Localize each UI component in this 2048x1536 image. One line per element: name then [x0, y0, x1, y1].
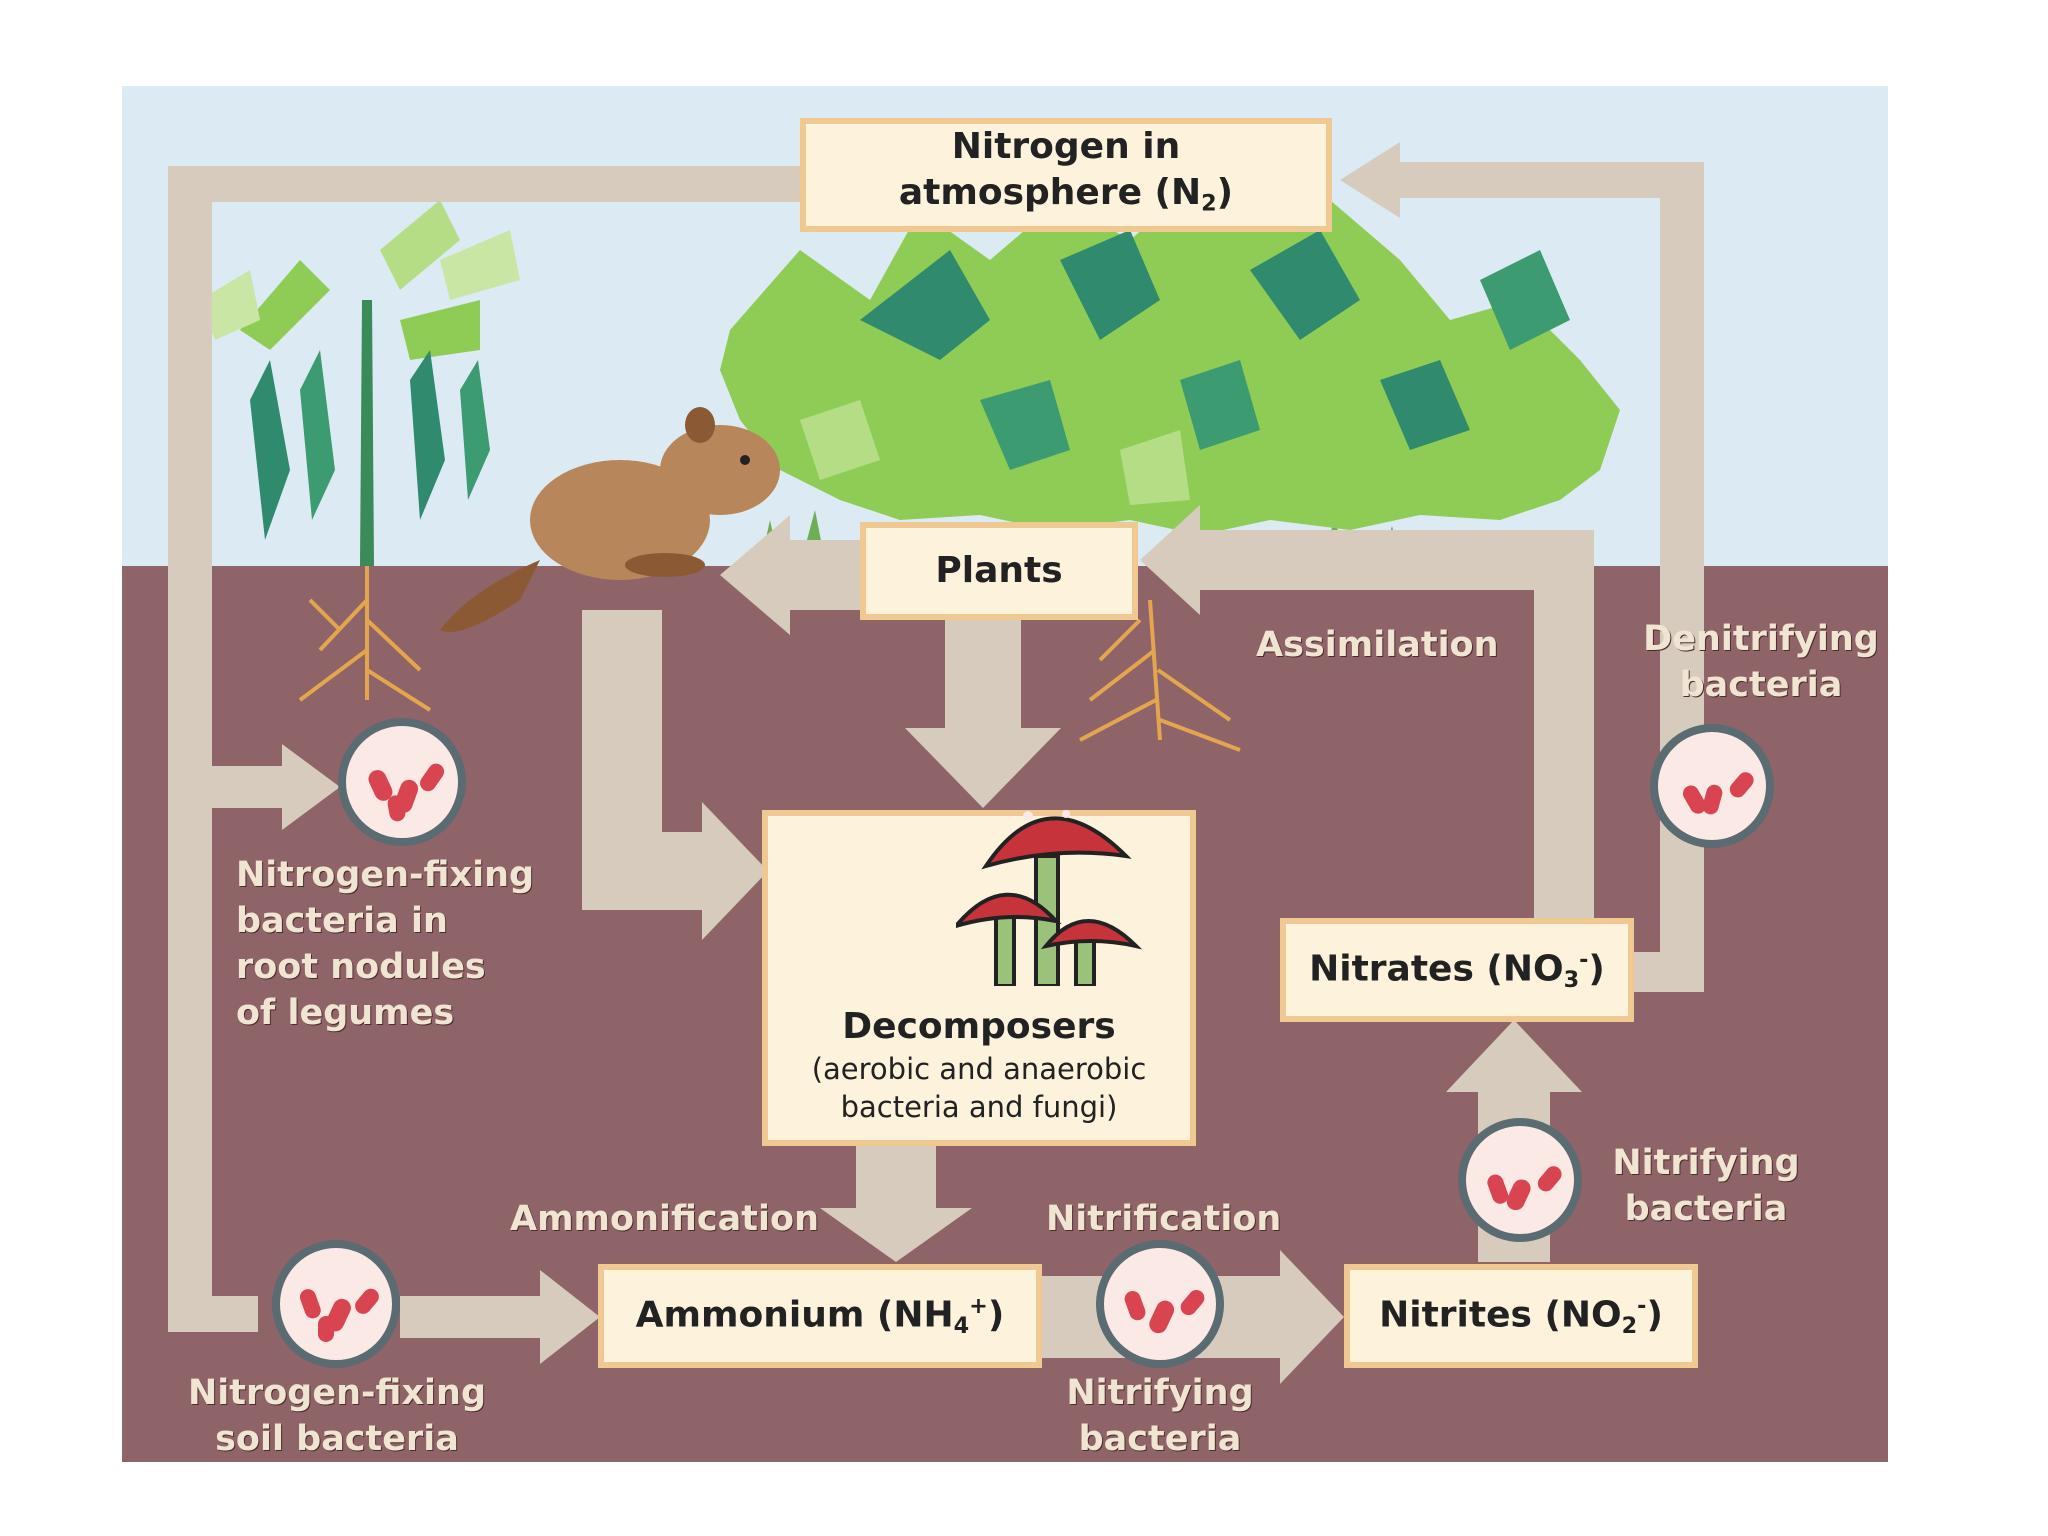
legume-plant-illustration	[200, 200, 520, 566]
nitrites-box: Nitrites (NO2-)	[1344, 1264, 1698, 1368]
nitrites-formula: Nitrites (NO	[1379, 1294, 1622, 1336]
ammonium-subscript: 4	[953, 1313, 970, 1340]
ammonium-formula: Ammonium (NH	[635, 1294, 954, 1336]
plants-to-mouse-arrow	[720, 515, 870, 635]
nitrites-label: Nitrites (NO2-)	[1379, 1283, 1663, 1349]
atmosphere-box: Nitrogen in atmosphere (N2)	[800, 118, 1332, 232]
denitrification-top	[1400, 162, 1704, 198]
nitrates-subscript: 3	[1563, 967, 1580, 994]
assimilation-top	[1200, 530, 1594, 590]
plants-to-decomposers-arrow	[945, 620, 1021, 730]
denitrifying-line2: bacteria	[1679, 665, 1843, 705]
denitrifying-line1: Denitrifying	[1643, 619, 1879, 659]
flow-arrows	[168, 142, 1704, 1384]
denitrifying-label: Denitrifying bacteria	[1636, 616, 1886, 708]
decomposers-to-ammonium-arrow	[856, 1140, 936, 1210]
nodule-line1: Nitrogen-fixing	[236, 855, 535, 895]
decomposers-title: Decomposers	[842, 1006, 1116, 1047]
plant-roots-illustration	[1079, 599, 1241, 752]
nitrates-box: Nitrates (NO3-)	[1280, 918, 1634, 1022]
nitrates-label: Nitrates (NO3-)	[1309, 937, 1605, 1003]
nitrates-superscript: -	[1579, 946, 1589, 973]
soil-bacteria-to-ammonium-arrow	[400, 1296, 540, 1338]
atmosphere-line2: atmosphere (N2)	[899, 170, 1233, 227]
ammonium-box: Ammonium (NH4+)	[598, 1264, 1042, 1368]
nitrification-label: Nitrification	[1046, 1199, 1282, 1239]
ammonium-label: Ammonium (NH4+)	[636, 1283, 1005, 1349]
nitrifying-bottom-label: Nitrifying bacteria	[1050, 1370, 1270, 1462]
bush-illustration	[720, 180, 1620, 535]
nodule-line3: root nodules	[236, 947, 486, 987]
plants-box: Plants	[860, 522, 1138, 620]
denitrification-vertical	[1660, 162, 1704, 992]
bacteria-nitrifying-bottom	[1096, 1240, 1224, 1368]
nitrites-subscript: 2	[1621, 1313, 1638, 1340]
mouse-illustration	[440, 407, 780, 632]
soil-bacteria-label: Nitrogen-fixing soil bacteria	[172, 1370, 502, 1462]
nodule-line4: of legumes	[236, 993, 455, 1033]
nitrites-superscript: -	[1637, 1292, 1647, 1319]
nitrifying-right-line2: bacteria	[1624, 1189, 1788, 1229]
bacteria-nodule	[338, 718, 466, 846]
atmosphere-line1: Nitrogen in	[951, 125, 1181, 167]
mouse-right-arrow	[582, 832, 702, 910]
decomposers-sub2: bacteria and fungi)	[840, 1090, 1118, 1124]
decomposers-box: Decomposers (aerobic and anaerobic bacte…	[762, 810, 1196, 1146]
nitrifying-right-label: Nitrifying bacteria	[1596, 1140, 1816, 1232]
mushroom-icon	[956, 810, 1143, 986]
atmosphere-formula: atmosphere (N	[898, 171, 1202, 213]
ammonification-label: Ammonification	[510, 1199, 819, 1239]
ammonium-close: )	[987, 1294, 1005, 1336]
soil-bacteria-line2: soil bacteria	[215, 1419, 459, 1459]
bacteria-nitrifying-right	[1458, 1118, 1582, 1242]
soil-bacteria-line1: Nitrogen-fixing	[187, 1373, 487, 1413]
nodule-branch-arrow	[212, 766, 282, 808]
ammonium-superscript: +	[969, 1292, 988, 1319]
nodule-bacteria-label: Nitrogen-fixing bacteria in root nodules…	[236, 852, 534, 1036]
nitrifying-bottom-line1: Nitrifying	[1066, 1373, 1254, 1413]
atmosphere-loop-bottom	[168, 1296, 258, 1332]
bacteria-denitrifying	[1650, 724, 1774, 848]
legume-roots-illustration	[298, 566, 432, 712]
nitrates-close: )	[1588, 948, 1605, 990]
nitrifying-bottom-line2: bacteria	[1078, 1419, 1242, 1459]
nitrites-close: )	[1646, 1294, 1663, 1336]
atmosphere-loop-left	[168, 166, 212, 1332]
decomposers-sub1: (aerobic and anaerobic	[811, 1052, 1147, 1086]
assimilation-vertical	[1534, 530, 1594, 930]
nitrifying-right-line1: Nitrifying	[1612, 1143, 1800, 1183]
atmosphere-close: )	[1216, 171, 1234, 213]
nodule-line2: bacteria in	[236, 901, 448, 941]
bacteria-soil	[272, 1240, 400, 1368]
plants-label: Plants	[935, 550, 1063, 591]
atmosphere-loop-top	[168, 166, 808, 202]
atmosphere-subscript: 2	[1201, 190, 1217, 217]
assimilation-label: Assimilation	[1256, 625, 1499, 665]
nitrates-formula: Nitrates (NO	[1309, 948, 1564, 990]
